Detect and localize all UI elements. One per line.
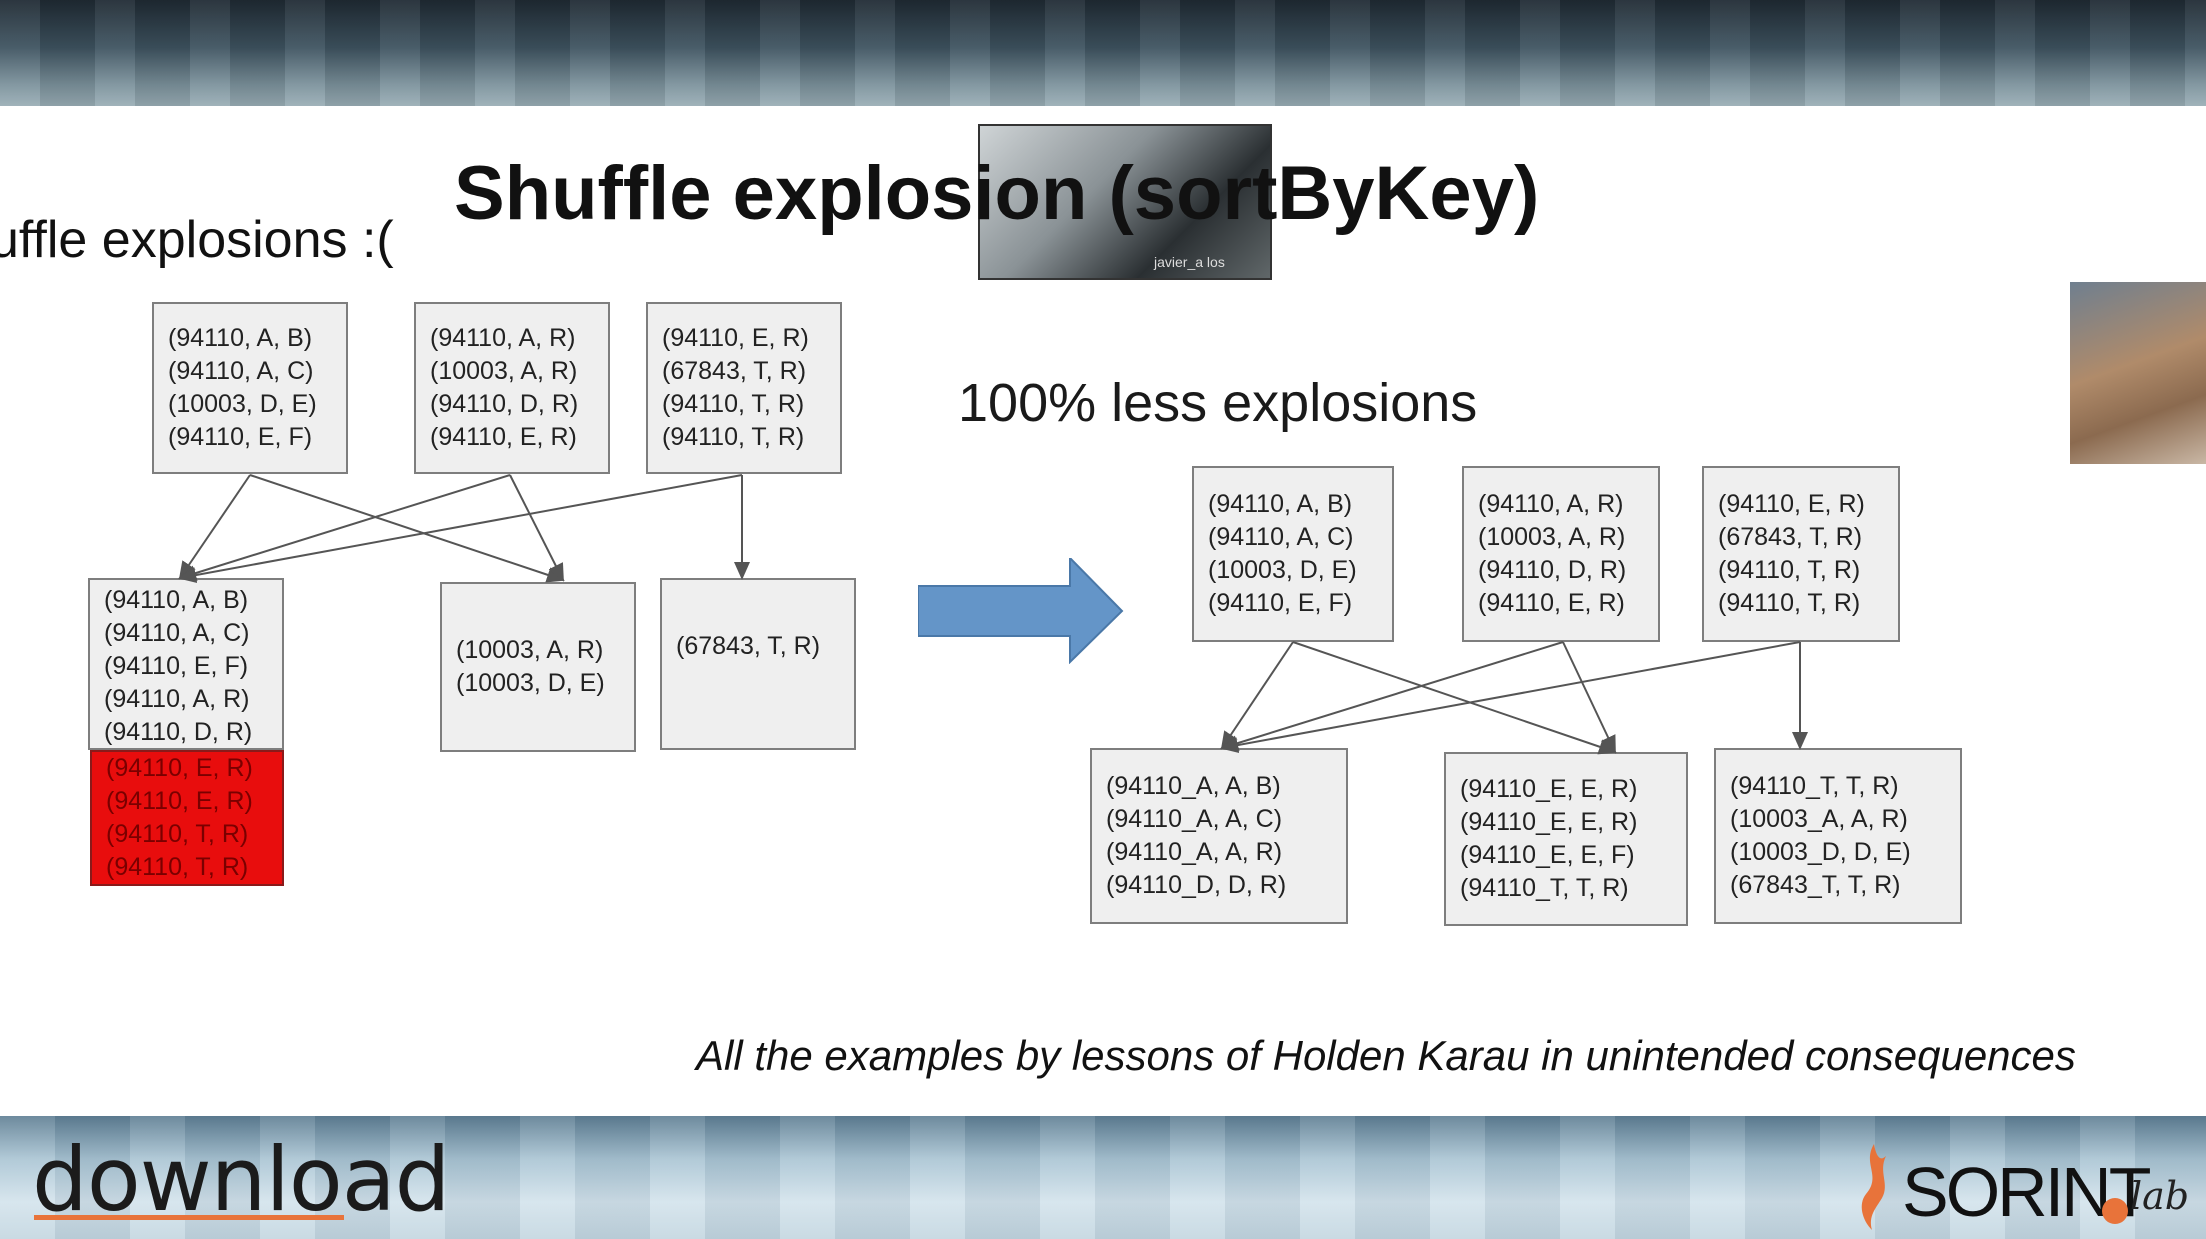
record: (94110, E, R)	[430, 423, 577, 451]
flame-icon	[1861, 1144, 1886, 1230]
record: (10003, A, R)	[456, 636, 604, 664]
record: (94110, E, R)	[1478, 589, 1625, 617]
record: (10003, D, E)	[456, 669, 605, 697]
after-edge	[1220, 641, 1564, 751]
after-subtitle: 100% less explosions	[958, 373, 1478, 433]
record: (67843, T, R)	[676, 632, 821, 660]
after-input-partition-3: (94110, E, R) (67843, T, R) (94110, T, R…	[1702, 466, 1900, 642]
before-edge	[178, 474, 743, 583]
overflow-record: (94110, T, R)	[106, 820, 249, 848]
record: (10003_A, A, R)	[1730, 805, 1908, 833]
record: (94110_T, T, R)	[1730, 772, 1899, 800]
record: (94110, A, R)	[430, 324, 576, 352]
record: (67843, T, R)	[662, 357, 807, 385]
record: (67843_T, T, R)	[1730, 871, 1901, 899]
record: (94110, E, F)	[1208, 589, 1353, 617]
after-edge	[1562, 641, 1616, 754]
record: (94110_A, A, R)	[1106, 838, 1283, 866]
record: (94110_E, E, R)	[1460, 775, 1638, 803]
after-input-partition-1: (94110, A, B) (94110, A, C) (10003, D, E…	[1192, 466, 1394, 642]
before-output-overflow: (94110, E, R) (94110, E, R) (94110, T, R…	[90, 750, 284, 886]
overflow-record: (94110, E, R)	[106, 787, 253, 815]
record: (94110, A, B)	[104, 586, 249, 614]
record: (94110, E, R)	[662, 324, 809, 352]
record: (94110, T, R)	[1718, 589, 1861, 617]
cat-photo	[2070, 282, 2206, 464]
before-output-partition-3: (67843, T, R)	[660, 578, 856, 750]
after-input-partition-2: (94110, A, R) (10003, A, R) (94110, D, R…	[1462, 466, 1660, 642]
record: (94110_T, T, R)	[1460, 874, 1629, 902]
record: (10003_D, D, E)	[1730, 838, 1911, 866]
after-edge	[1220, 641, 1801, 753]
record: (10003, A, R)	[430, 357, 578, 385]
sorint-lab-logo: SORINT lab	[1852, 1134, 2192, 1234]
after-output-partition-1: (94110_A, A, B) (94110_A, A, C) (94110_A…	[1090, 748, 1348, 924]
record: (94110, D, R)	[104, 718, 253, 746]
record: (94110_D, D, R)	[1106, 871, 1287, 899]
transition-arrow-icon	[918, 558, 1124, 664]
before-edge	[249, 474, 565, 583]
before-edge	[178, 474, 511, 581]
record: (94110, A, C)	[104, 619, 250, 647]
record: (94110_A, A, C)	[1106, 805, 1283, 833]
record: (10003, D, E)	[1208, 556, 1357, 584]
record: (94110, A, R)	[104, 685, 250, 713]
record: (94110, E, R)	[1718, 490, 1865, 518]
before-edge	[178, 474, 251, 580]
record: (94110, T, R)	[1718, 556, 1861, 584]
before-input-partition-1: (94110, A, B) (94110, A, C) (10003, D, E…	[152, 302, 348, 474]
record: (67843, T, R)	[1718, 523, 1863, 551]
orange-dot	[2102, 1198, 2128, 1224]
download-logo-underline	[34, 1215, 344, 1220]
download-logo: download	[32, 1128, 451, 1231]
after-edge	[1220, 641, 1294, 750]
before-output-partition-1: (94110, A, B) (94110, A, C) (94110, E, F…	[88, 578, 284, 750]
bottom-banner-image	[0, 1116, 2206, 1239]
before-edge	[509, 474, 564, 582]
record: (94110_E, E, R)	[1460, 808, 1638, 836]
overflow-record: (94110, E, R)	[106, 754, 253, 782]
record: (94110, E, F)	[104, 652, 249, 680]
record: (94110, A, R)	[1478, 490, 1624, 518]
record: (94110, A, B)	[168, 324, 313, 352]
lab-text: lab	[2130, 1174, 2190, 1218]
record: (94110, T, R)	[662, 390, 805, 418]
record: (94110, T, R)	[662, 423, 805, 451]
before-input-partition-2: (94110, A, R) (10003, A, R) (94110, D, R…	[414, 302, 610, 474]
record: (94110, A, B)	[1208, 490, 1353, 518]
record: (10003, A, R)	[1478, 523, 1626, 551]
record: (94110_E, E, F)	[1460, 841, 1635, 869]
photo-watermark: javier_a los	[1154, 254, 1225, 270]
overflow-record: (94110, T, R)	[106, 853, 249, 881]
record: (94110, D, R)	[1478, 556, 1627, 584]
record: (94110, A, C)	[1208, 523, 1354, 551]
before-input-partition-3: (94110, E, R) (67843, T, R) (94110, T, R…	[646, 302, 842, 474]
record: (94110_A, A, B)	[1106, 772, 1281, 800]
record: (94110, D, R)	[430, 390, 579, 418]
top-banner-image	[0, 0, 2206, 106]
before-output-partition-2: (10003, A, R) (10003, D, E)	[440, 582, 636, 752]
after-output-partition-3: (94110_T, T, R) (10003_A, A, R) (10003_D…	[1714, 748, 1962, 924]
credit-caption: All the examples by lessons of Holden Ka…	[696, 1032, 2076, 1079]
record: (94110, E, F)	[168, 423, 313, 451]
slide-title: Shuffle explosion (sortByKey)	[454, 151, 1540, 236]
speaker-photo: javier_a los	[978, 124, 1272, 280]
previous-slide-title: uffle explosions :(	[0, 211, 394, 269]
record: (10003, D, E)	[168, 390, 317, 418]
record: (94110, A, C)	[168, 357, 314, 385]
after-output-partition-2: (94110_E, E, R) (94110_E, E, R) (94110_E…	[1444, 752, 1688, 926]
after-edge	[1292, 641, 1617, 755]
